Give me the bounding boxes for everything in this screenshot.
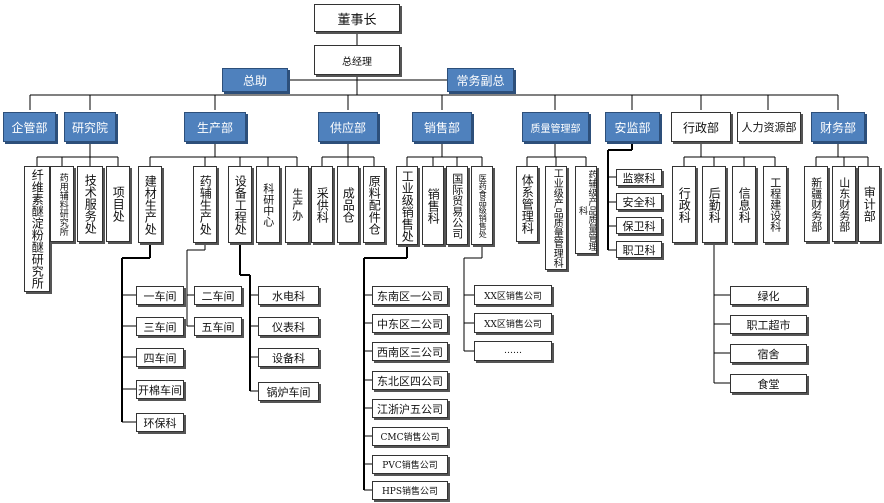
sub-houqin-1: 绿化 xyxy=(730,286,807,305)
company-industrial-6: CMC销售公司 xyxy=(372,427,448,446)
node-general-manager: 总经理 xyxy=(314,45,400,75)
dept-shengchan: 生产部 xyxy=(184,112,246,142)
dept-gongying: 供应部 xyxy=(318,112,378,142)
sub-caiwu-2: 山东财务部 xyxy=(832,166,856,242)
unit-shebei: 设备科 xyxy=(258,348,319,367)
sub-xingzheng-1: 行政科 xyxy=(672,166,696,243)
workshop-1: 一车间 xyxy=(136,286,184,305)
company-industrial-7: PVC销售公司 xyxy=(372,455,448,474)
sub-xiaoshou-1: 工业级销售处 xyxy=(396,166,418,245)
sub-houqin-4: 食堂 xyxy=(730,374,807,393)
dept-caiwu: 财务部 xyxy=(811,112,865,142)
sub-zhiliang-3: 药辅级产品质量管理科 xyxy=(575,166,597,254)
company-industrial-1: 东南区一公司 xyxy=(372,286,448,305)
sub-caiwu-1: 新疆财务部 xyxy=(804,166,828,242)
unit-shuidian: 水电科 xyxy=(258,286,319,305)
unit-guolu: 锅炉车间 xyxy=(258,382,319,401)
workshop-huanbao: 环保科 xyxy=(136,413,184,432)
sub-shengchan-4: 科研中心 xyxy=(256,166,280,243)
workshop-5: 五车间 xyxy=(194,317,242,336)
sub-gongying-3: 原料配件仓 xyxy=(363,166,385,243)
unit-yibiao: 仪表科 xyxy=(258,317,319,336)
sub-yanjiu-1: 纤维素醚淀粉醚研究所 xyxy=(24,166,50,292)
dept-renli: 人力资源部 xyxy=(737,112,801,142)
dept-xingzheng: 行政部 xyxy=(671,112,731,142)
company-industrial-8: HPS销售公司 xyxy=(372,481,448,500)
sub-yanjiu-3: 技术服务处 xyxy=(77,166,103,242)
dept-yanjiu: 研究院 xyxy=(64,112,116,142)
sub-gongying-1: 采供科 xyxy=(311,166,333,243)
sub-caiwu-3: 审计部 xyxy=(858,166,880,242)
sub-xiaoshou-4: 医药食品级销售处 xyxy=(471,166,493,245)
sub-gongying-2: 成品仓 xyxy=(337,166,359,243)
sub-xingzheng-4: 工程建设科 xyxy=(763,166,787,243)
sub-zhiliang-2: 工业级产品质量管理科 xyxy=(545,166,567,270)
workshop-4: 四车间 xyxy=(136,348,184,367)
sub-anjian-2: 安全科 xyxy=(616,193,662,210)
company-industrial-4: 东北区四公司 xyxy=(372,371,448,390)
sub-shengchan-2: 药辅生产处 xyxy=(193,166,217,243)
sub-anjian-3: 保卫科 xyxy=(616,217,662,234)
company-pharma-etc: …… xyxy=(474,341,552,361)
workshop-2: 二车间 xyxy=(194,286,242,305)
sub-anjian-1: 监察科 xyxy=(616,169,662,186)
dept-anjian: 安监部 xyxy=(605,112,660,142)
node-chairman: 董事长 xyxy=(314,4,400,32)
sub-shengchan-5: 生产办 xyxy=(285,166,309,243)
company-pharma-2: XX区销售公司 xyxy=(474,313,552,333)
company-industrial-3: 西南区三公司 xyxy=(372,342,448,361)
workshop-3: 三车间 xyxy=(136,317,184,336)
sub-shengchan-3: 设备工程处 xyxy=(228,166,252,243)
company-industrial-2: 中东区二公司 xyxy=(372,314,448,333)
sub-xingzheng-3: 信息科 xyxy=(732,166,756,243)
sub-xiaoshou-2: 销售科 xyxy=(422,166,444,245)
node-deputy-gm: 常务副总 xyxy=(447,68,514,92)
sub-yanjiu-2: 药用辅料研究所 xyxy=(50,166,74,242)
sub-anjian-4: 职卫科 xyxy=(616,241,662,258)
company-industrial-5: 江浙沪五公司 xyxy=(372,399,448,418)
workshop-kaimian: 开棉车间 xyxy=(136,380,184,399)
dept-qiguan: 企管部 xyxy=(3,112,56,142)
sub-yanjiu-4: 项目处 xyxy=(106,166,130,242)
dept-xiaoshou: 销售部 xyxy=(412,112,472,142)
sub-shengchan-1: 建材生产处 xyxy=(138,166,162,243)
sub-xingzheng-2: 后勤科 xyxy=(702,166,726,243)
company-pharma-1: XX区销售公司 xyxy=(474,285,552,305)
sub-xiaoshou-3: 国际贸易公司 xyxy=(446,166,468,245)
node-assistant: 总助 xyxy=(222,68,288,92)
sub-houqin-3: 宿舍 xyxy=(730,344,807,363)
sub-houqin-2: 职工超市 xyxy=(730,315,807,334)
sub-zhiliang-1: 体系管理科 xyxy=(516,166,538,242)
dept-zhiliang: 质量管理部 xyxy=(522,112,589,142)
